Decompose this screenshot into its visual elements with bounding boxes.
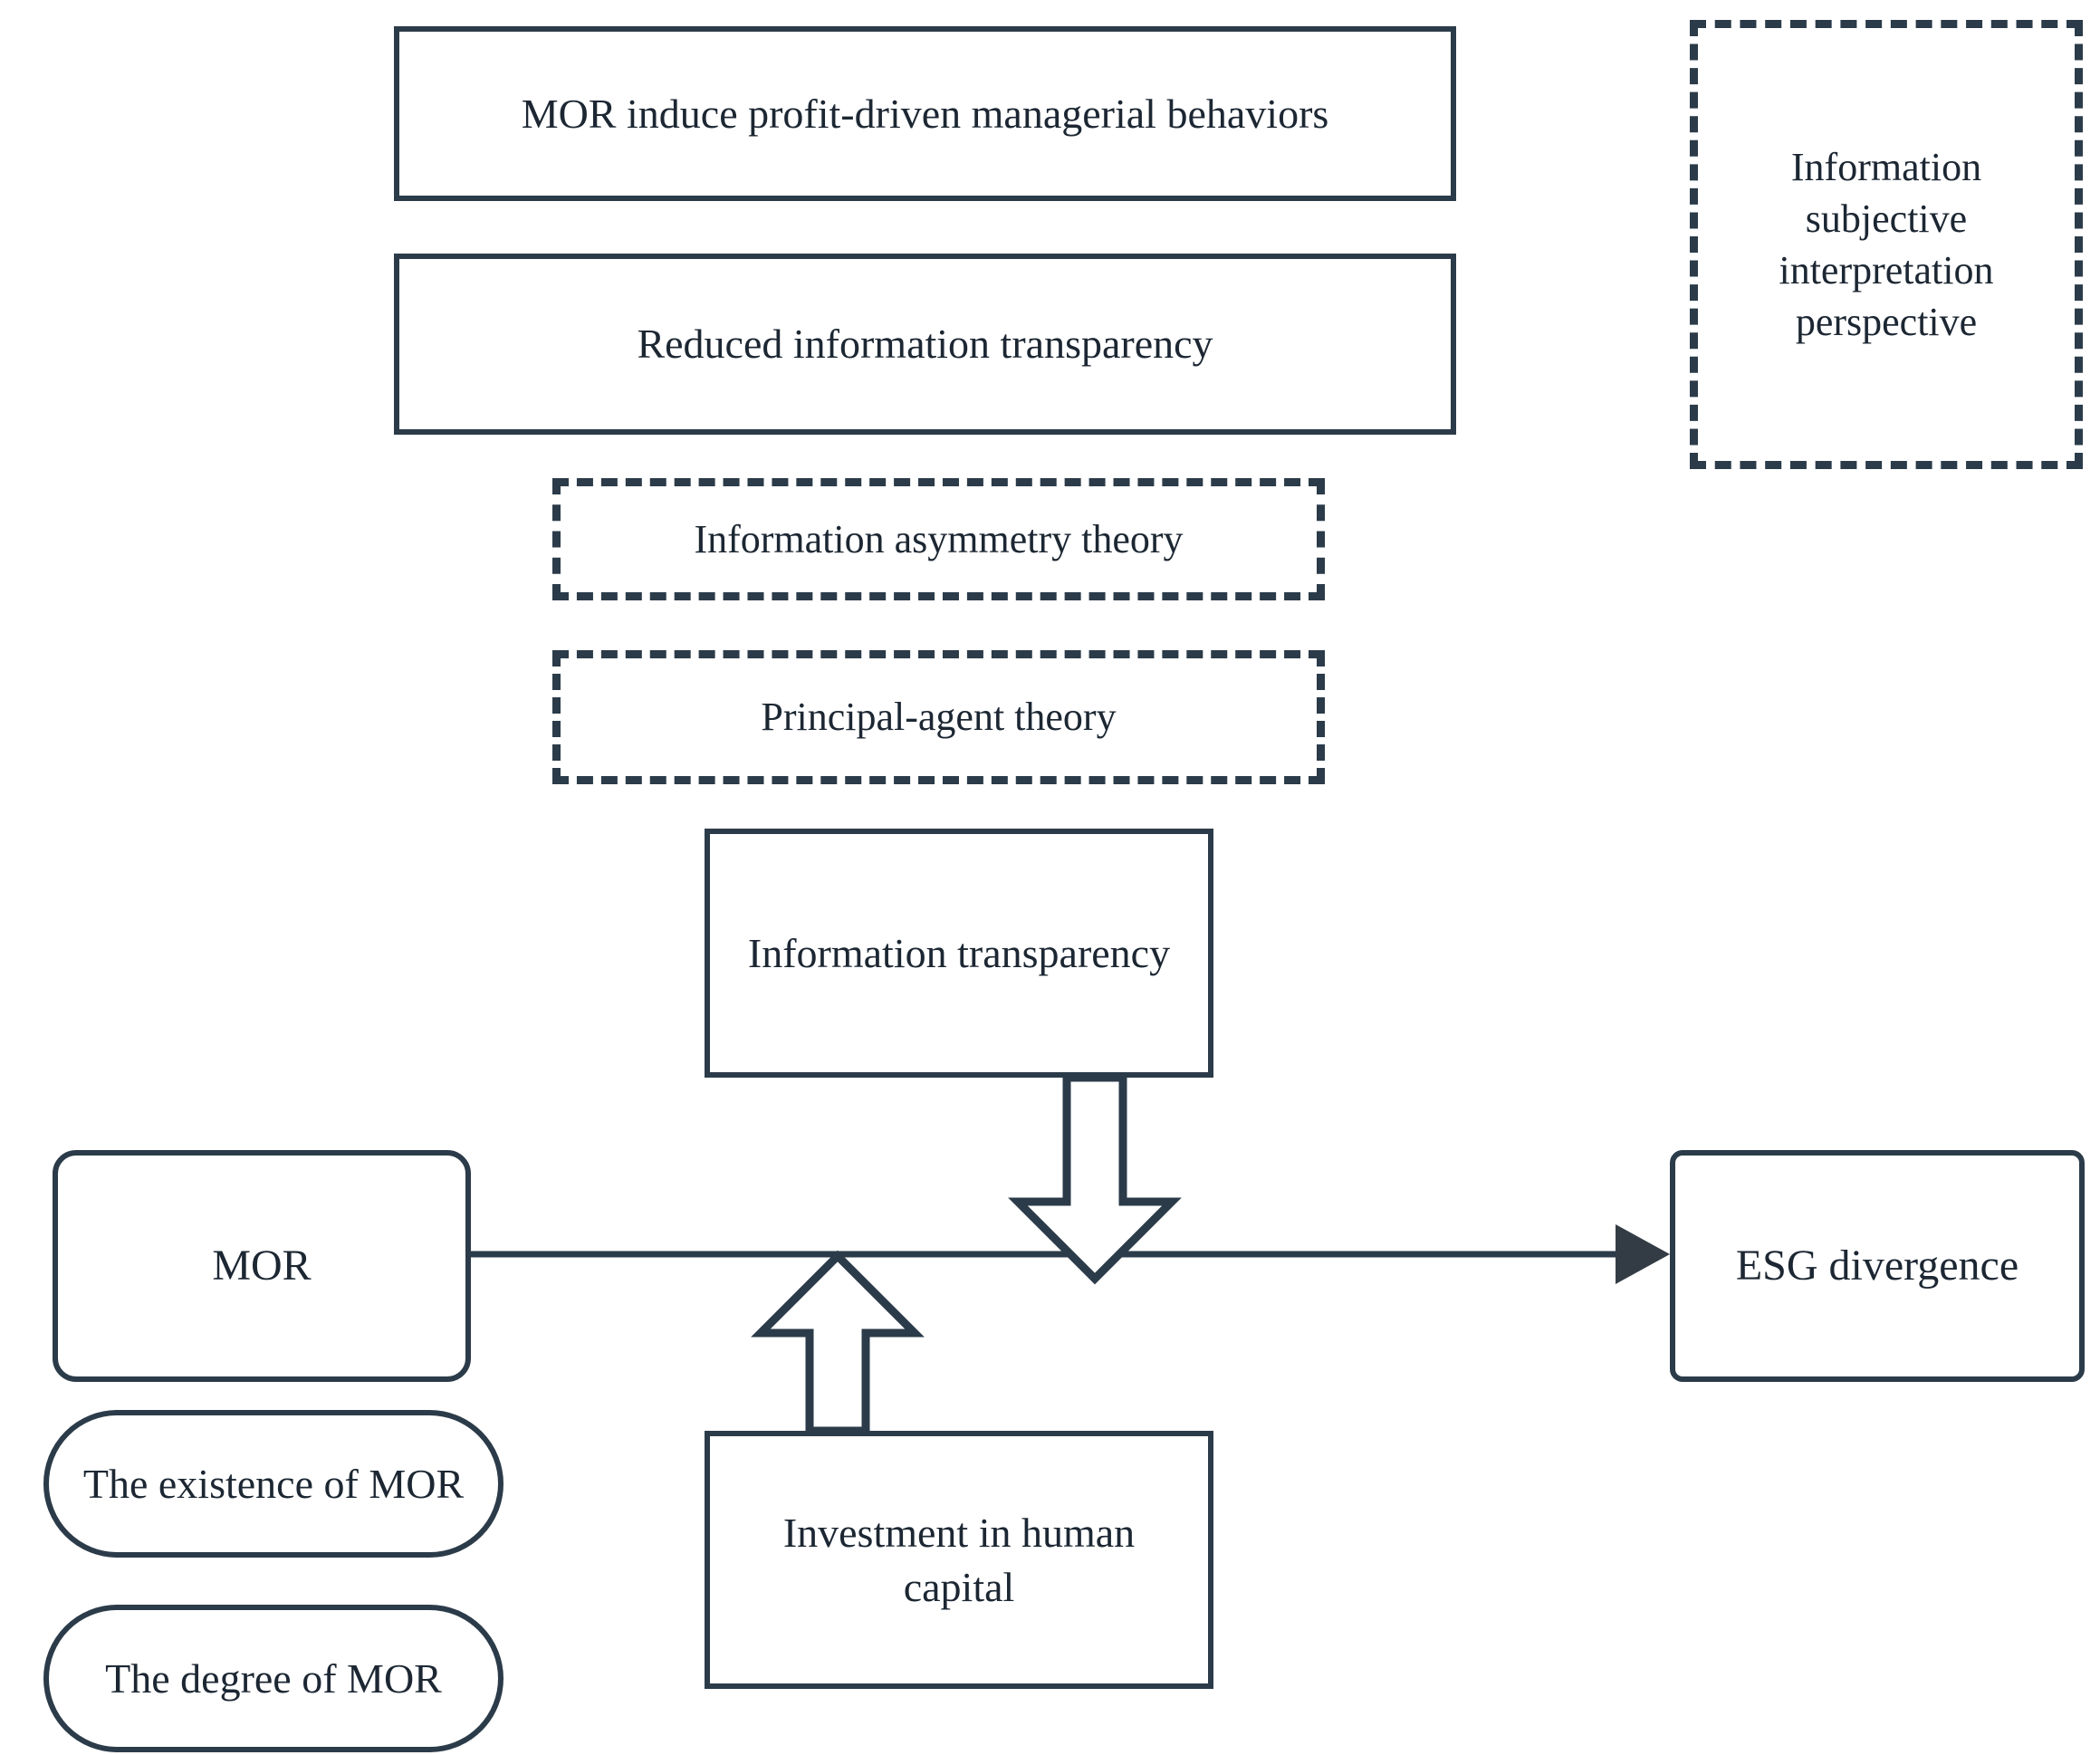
node-mor-existence-label: The existence of MOR bbox=[82, 1460, 465, 1507]
node-theory-principal-agent[interactable]: Principal-agent theory bbox=[552, 650, 1325, 784]
mor-to-esg-arrow bbox=[471, 1224, 1670, 1284]
node-human-capital[interactable]: Investment in human capital bbox=[705, 1431, 1213, 1689]
node-perspective-label: Information subjective interpretation pe… bbox=[1779, 144, 1994, 345]
human-capital-up-block-arrow bbox=[751, 1250, 925, 1435]
node-esg-divergence[interactable]: ESG divergence bbox=[1670, 1150, 2085, 1382]
node-mor-existence[interactable]: The existence of MOR bbox=[43, 1410, 503, 1558]
node-mechanism-behavior-label: MOR induce profit-driven managerial beha… bbox=[521, 90, 1329, 137]
node-information-transparency[interactable]: Information transparency bbox=[705, 829, 1213, 1078]
node-mor-label: MOR bbox=[212, 1241, 312, 1290]
node-mechanism-transparency-label: Reduced information transparency bbox=[637, 321, 1213, 368]
node-theory-information-asymmetry-label: Information asymmetry theory bbox=[694, 516, 1184, 561]
node-esg-divergence-label: ESG divergence bbox=[1735, 1241, 2019, 1290]
node-mor-degree[interactable]: The degree of MOR bbox=[43, 1605, 503, 1752]
node-mor[interactable]: MOR bbox=[53, 1150, 471, 1382]
node-mor-degree-label: The degree of MOR bbox=[105, 1654, 442, 1702]
node-mechanism-behavior[interactable]: MOR induce profit-driven managerial beha… bbox=[394, 26, 1456, 201]
transparency-down-block-arrow bbox=[1008, 1073, 1182, 1285]
node-theory-information-asymmetry[interactable]: Information asymmetry theory bbox=[552, 478, 1325, 600]
node-information-transparency-label: Information transparency bbox=[747, 929, 1171, 976]
node-human-capital-label: Investment in human capital bbox=[782, 1509, 1136, 1610]
node-perspective[interactable]: Information subjective interpretation pe… bbox=[1690, 20, 2083, 469]
node-theory-principal-agent-label: Principal-agent theory bbox=[761, 695, 1117, 740]
node-mechanism-transparency[interactable]: Reduced information transparency bbox=[394, 254, 1456, 435]
